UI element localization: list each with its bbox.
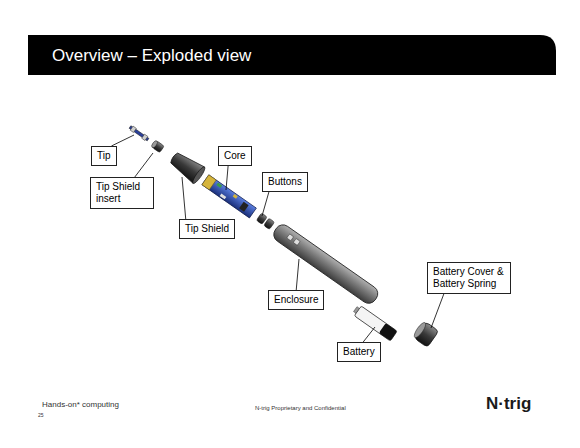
callout-box: Buttons: [262, 172, 308, 192]
leader-line: [363, 327, 375, 342]
leader-line: [111, 135, 134, 146]
leader-line: [182, 177, 186, 219]
callout-label: Battery: [343, 346, 375, 358]
callout-box: Tip: [91, 146, 117, 166]
battery-cover-part: [412, 320, 439, 347]
callout-label: Battery Cover & Battery Spring: [433, 266, 505, 290]
callout-label: Core: [224, 150, 246, 162]
callout-label: Tip: [97, 150, 111, 162]
buttons-part: [256, 213, 274, 230]
company-logo: N·trig: [486, 394, 531, 414]
callout-box: Enclosure: [268, 290, 324, 310]
leader-line: [135, 153, 153, 177]
confidential-note: N-trig Proprietary and Confidential: [255, 405, 346, 411]
callout-label: Tip Shield: [185, 223, 229, 235]
tip-shield-insert-part: [151, 140, 165, 153]
tip-shield-part: [167, 149, 206, 185]
callout-label: Buttons: [268, 176, 302, 188]
callout-box: Tip Shield: [179, 219, 235, 239]
header-bar: [28, 35, 556, 75]
slide-title: Overview – Exploded view: [52, 46, 251, 66]
footer-text: Hands-on* computing: [42, 400, 119, 409]
page-number: 25: [38, 412, 44, 418]
callout-box: Core: [218, 146, 252, 166]
tip-part: [129, 125, 150, 142]
callout-box: Tip Shield insert: [90, 177, 154, 209]
callout-box: Battery Cover & Battery Spring: [427, 262, 511, 294]
leader-line: [431, 294, 444, 328]
core-part: [202, 175, 256, 218]
callout-box: Battery: [337, 342, 381, 362]
pen-parts: [115, 119, 439, 361]
leader-line: [296, 259, 299, 290]
leader-line: [226, 166, 228, 190]
callout-label: Tip Shield insert: [96, 181, 148, 205]
battery-part: [352, 304, 397, 341]
callout-label: Enclosure: [274, 294, 318, 306]
leader-line: [262, 192, 269, 216]
